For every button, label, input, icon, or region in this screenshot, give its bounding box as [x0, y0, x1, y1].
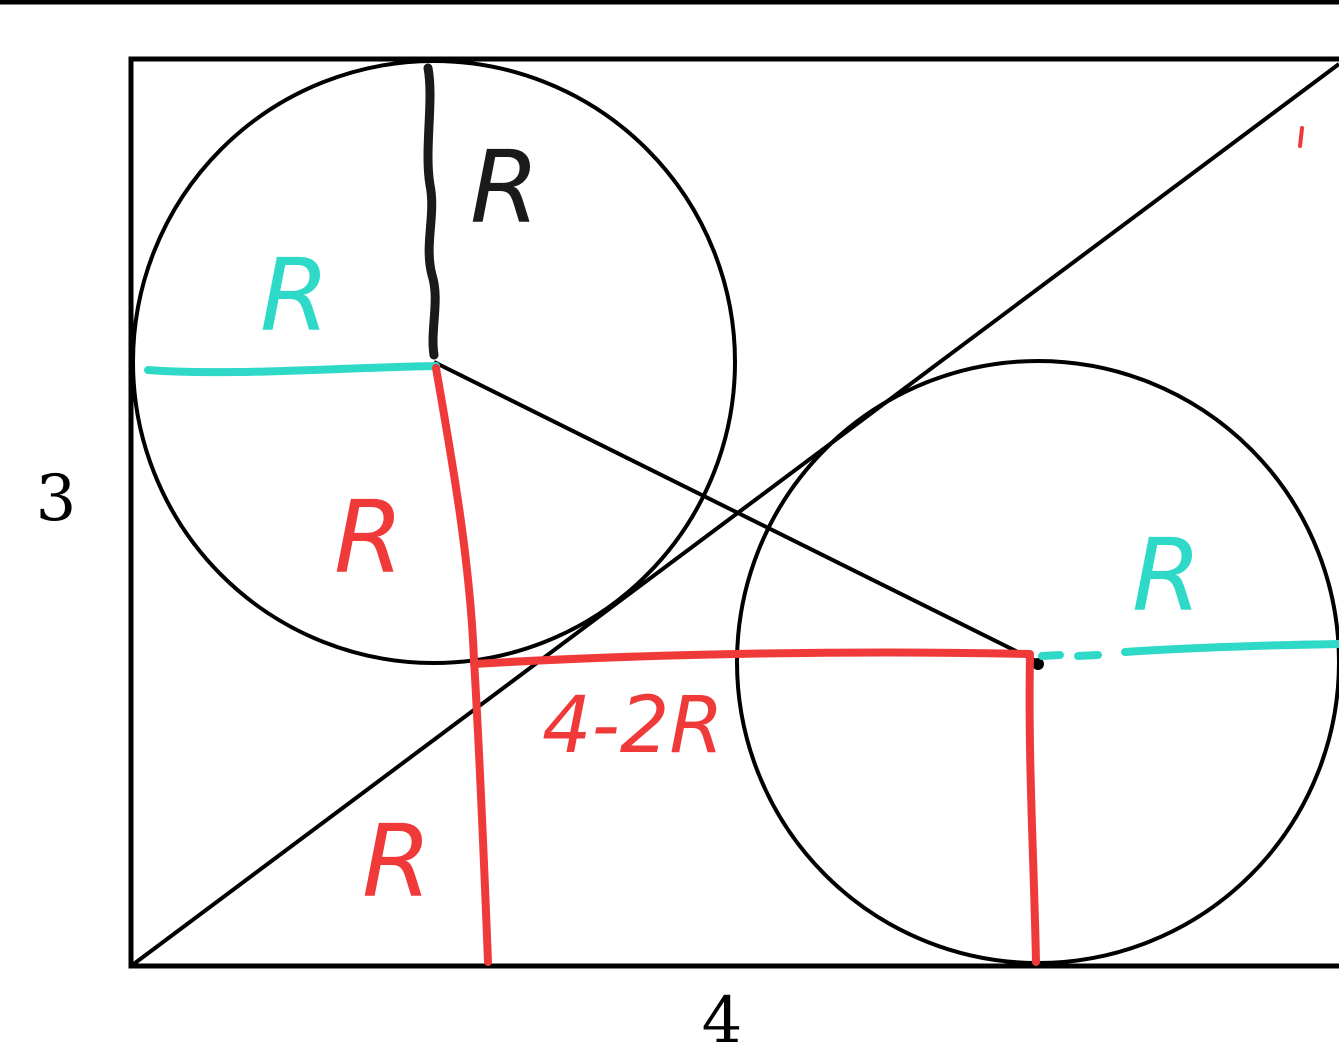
- red-mark-top-right: [1298, 126, 1304, 148]
- teal-left-radius-stroke: [144, 362, 440, 377]
- red-middle-radius-label: R: [334, 479, 403, 596]
- center-connecting-line: [433, 360, 1039, 664]
- rectangle-diagonal: [129, 62, 1339, 968]
- height-label: 3: [36, 462, 77, 536]
- width-label: 4: [702, 984, 743, 1057]
- black-radius-label: R: [470, 129, 539, 246]
- left-circle: [131, 59, 737, 665]
- red-vertical-line-right: [1025, 652, 1040, 966]
- teal-left-radius-label: R: [260, 237, 329, 354]
- red-difference-label: 4-2R: [542, 681, 724, 771]
- teal-right-radius-stroke: [1038, 640, 1339, 660]
- red-horizontal-line: [470, 648, 1034, 668]
- right-center-point: [1032, 658, 1044, 670]
- red-bottom-radius-label: R: [362, 803, 431, 920]
- teal-right-radius-label: R: [1132, 517, 1201, 634]
- black-radius-stroke: [423, 63, 440, 360]
- outer-rectangle: [128, 56, 1339, 969]
